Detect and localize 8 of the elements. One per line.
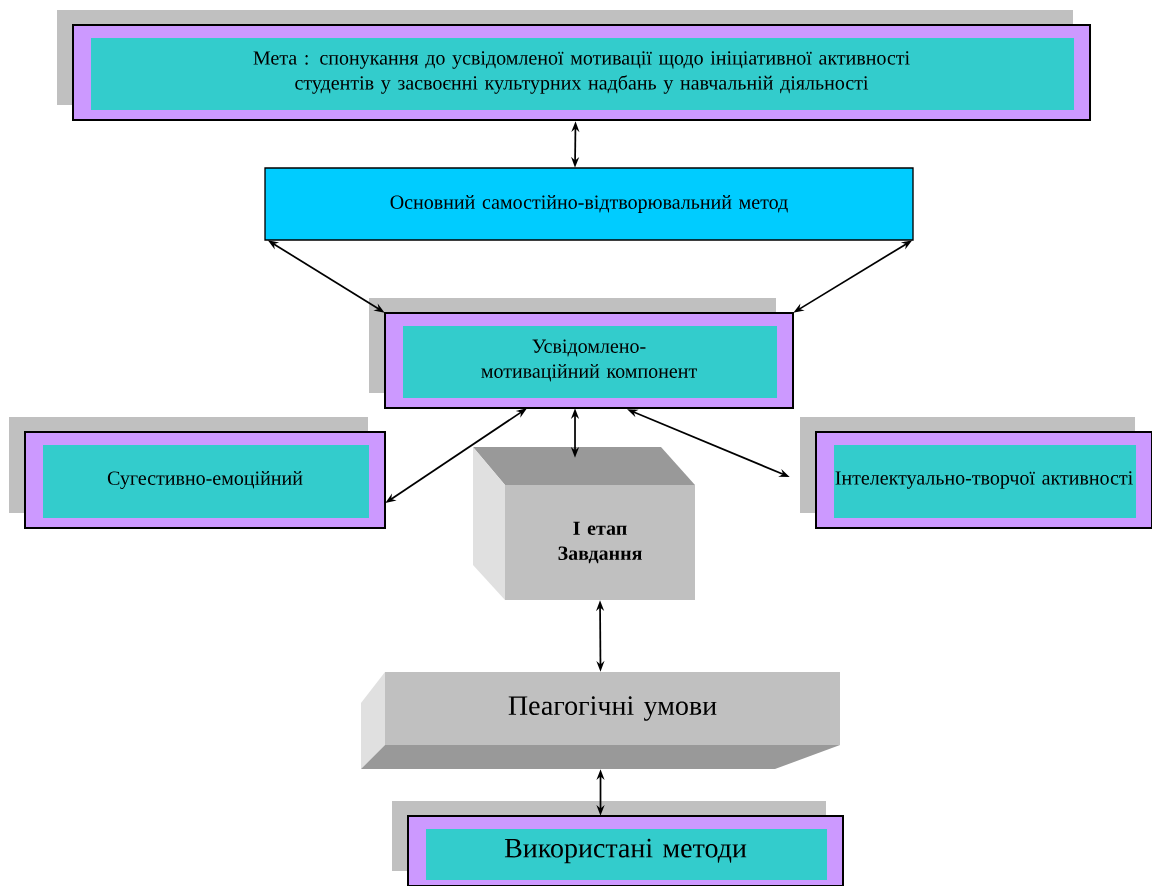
component-box: Сугестивно-емоційний (9, 417, 386, 529)
methods-box: Використані методи (392, 801, 844, 886)
component-box: Усвідомлено-мотиваційний компонент (369, 298, 794, 409)
method-box: Основний самостійно-відтворювальний метод (264, 167, 914, 241)
goal-box: Мета : спонукання до усвідомленої мотивації щодо ініціативної активності студентів у засвоєнні культурних надбань у навчальній діяльності (57, 10, 1091, 121)
conditions-block: Пеагогічні умови (361, 672, 840, 769)
component-box: Інтелектуально-творчої активності (800, 417, 1152, 529)
stage-block: I етап Завдання (473, 447, 695, 600)
